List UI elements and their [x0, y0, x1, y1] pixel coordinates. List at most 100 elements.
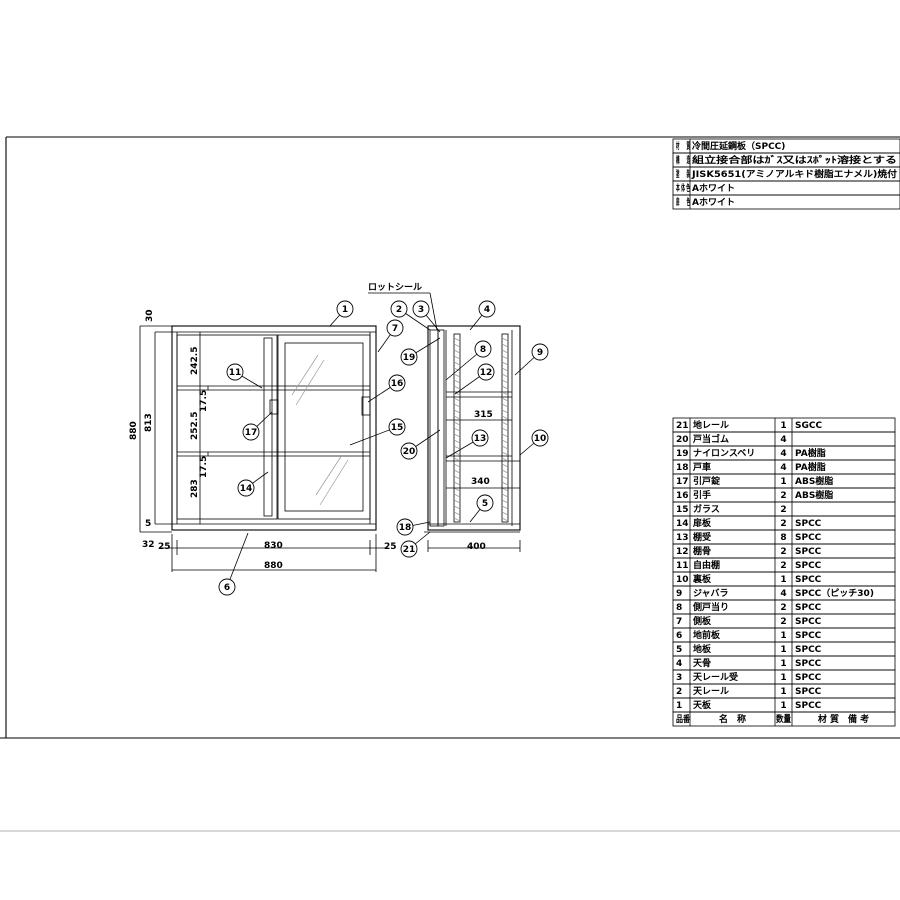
material-label: 扉 色: [676, 196, 690, 208]
part-qty: 4: [780, 449, 786, 459]
part-qty: 1: [780, 421, 786, 431]
part-remark: SPCC: [795, 673, 822, 683]
balloon-8: 8: [445, 340, 492, 381]
balloon-number: 12: [480, 368, 493, 378]
part-remark: SPCC: [795, 575, 822, 585]
part-no: 7: [676, 617, 682, 627]
part-no: 14: [676, 519, 689, 529]
part-row: 9 ジャバラ 4 SPCC（ピッチ30): [672, 585, 896, 601]
material-value: 冷間圧延鋼板（SPCC): [692, 140, 785, 152]
parts-header: 品番名 称数量材 質 備 考: [672, 711, 896, 727]
part-no: 12: [676, 547, 689, 557]
part-no: 9: [676, 589, 682, 599]
part-name: 引手: [693, 489, 711, 501]
part-remark: 材 質 備 考: [817, 713, 869, 725]
part-name: 天レール: [693, 686, 729, 697]
balloon-5: 5: [469, 494, 494, 523]
balloon-18: 18: [396, 518, 431, 536]
balloon-number: 6: [224, 583, 230, 593]
part-qty: 1: [780, 575, 786, 585]
part-name: 扉板: [692, 517, 712, 529]
front-dimensions: [139, 325, 388, 572]
part-no: 品番: [676, 713, 691, 725]
part-qty: 4: [780, 463, 786, 473]
balloon-number: 2: [396, 305, 402, 315]
part-no: 21: [676, 421, 689, 431]
part-remark: SPCC: [795, 561, 822, 571]
glass-hatch-1: [291, 354, 319, 396]
balloon-number: 11: [229, 368, 242, 378]
part-remark: SPCC: [795, 603, 822, 613]
balloon-16: 16: [367, 374, 406, 403]
part-qty: 8: [780, 533, 786, 543]
balloon-number: 20: [403, 447, 416, 457]
balloon-13: 13: [445, 429, 489, 459]
part-qty: 2: [780, 617, 786, 627]
part-no: 18: [676, 463, 689, 473]
part-name: 引戸錠: [693, 475, 721, 487]
part-name: 地板: [693, 643, 712, 655]
balloon-21: 21: [400, 531, 431, 558]
side-outline: [427, 325, 521, 531]
balloon-number: 19: [403, 353, 416, 363]
side-front-door-strip-2: [437, 329, 445, 527]
part-qty: 4: [780, 589, 786, 599]
part-name: 名 称: [719, 713, 746, 725]
part-qty: 1: [780, 631, 786, 641]
part-name: 天骨: [693, 658, 711, 669]
part-remark: SGCC: [795, 421, 822, 431]
part-no: 2: [676, 687, 682, 697]
pull-handle: [361, 396, 371, 416]
part-no: 19: [676, 449, 689, 459]
dim-880-horizontal: 880: [264, 561, 283, 571]
material-label: 材 質: [676, 140, 690, 152]
left-door-inner: [263, 337, 273, 517]
part-remark: ABS樹脂: [795, 475, 833, 487]
balloon-number: 13: [474, 434, 487, 444]
part-name: ジャバラ: [693, 588, 729, 599]
lot-seal-label: ロットシール: [368, 282, 422, 293]
balloon-7: 7: [377, 319, 404, 353]
balloon-11: 11: [226, 363, 263, 389]
part-remark: SPCC: [795, 631, 822, 641]
front-view: [171, 325, 377, 531]
balloon-10: 10: [519, 429, 549, 456]
balloon-19: 19: [400, 337, 441, 366]
glass-hatch-4: [319, 459, 349, 506]
part-remark: SPCC: [795, 645, 822, 655]
part-name: 戸当ゴム: [693, 433, 729, 445]
part-no: 16: [676, 491, 689, 501]
part-qty: 2: [780, 561, 786, 571]
part-qty: 2: [780, 519, 786, 529]
part-remark: SPCC: [795, 701, 822, 711]
part-remark: SPCC（ピッチ30): [795, 587, 874, 599]
part-no: 6: [676, 631, 682, 641]
part-name: 棚受: [693, 531, 711, 543]
part-qty: 2: [780, 505, 786, 515]
balloon-6: 6: [218, 532, 249, 596]
part-qty: 1: [780, 687, 786, 697]
dim-30: 30: [145, 309, 155, 322]
part-qty: 1: [780, 701, 786, 711]
part-name: 棚骨: [693, 545, 711, 557]
dim-315: 315: [474, 410, 493, 420]
dim-830: 830: [264, 541, 283, 551]
balloon-number: 3: [418, 305, 424, 315]
part-remark: SPCC: [795, 533, 822, 543]
balloon-number: 16: [391, 379, 404, 389]
part-name: 側板: [692, 615, 712, 627]
